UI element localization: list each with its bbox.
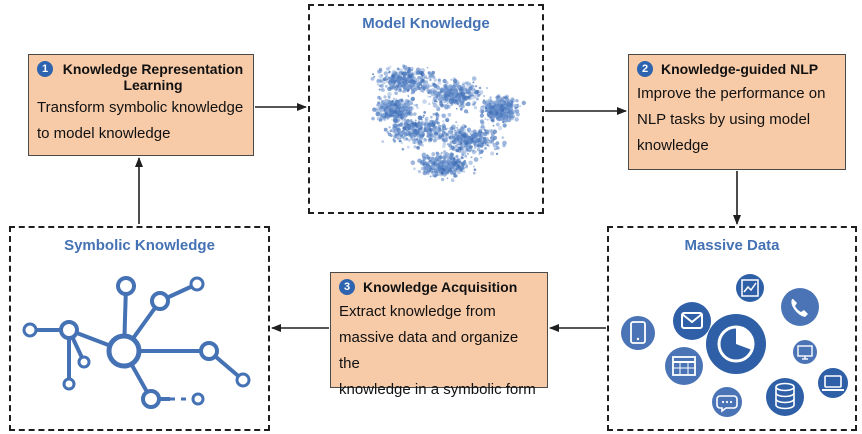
step2-body-line2: NLP tasks by using model: [637, 111, 811, 128]
step1-title-line1: Knowledge Representation: [62, 61, 244, 77]
step3-box: 3 Knowledge Acquisition Extract knowledg…: [330, 272, 548, 398]
step2-box: 2 Knowledge-guided NLP Improve the perfo…: [628, 54, 846, 170]
pie-chart-icon: [706, 314, 766, 374]
knowledge-graph-icon: [22, 276, 251, 409]
step3-header: 3 Knowledge Acquisition: [339, 279, 539, 295]
chat-icon: [712, 387, 742, 417]
step2-header: 2 Knowledge-guided NLP: [637, 61, 837, 77]
monitor-chart-icon: [793, 340, 817, 364]
step3-body-line2: massive data and organize the: [339, 329, 519, 372]
step1-body-line2: to model knowledge: [37, 125, 171, 142]
model-knowledge-title: Model Knowledge: [362, 15, 490, 32]
step3-body-line3: knowledge in a symbolic form: [339, 381, 536, 398]
step1-title-line2: Learning: [123, 77, 183, 93]
step3-body-line1: Extract knowledge from: [339, 303, 496, 320]
chart-up-icon: [736, 274, 764, 302]
step1-number-badge: 1: [37, 61, 53, 77]
step3-body: Extract knowledge from massive data and …: [339, 299, 539, 403]
step1-body: Transform symbolic knowledge to model kn…: [37, 95, 245, 147]
embedding-scatter-image: [370, 64, 526, 182]
symbolic-knowledge-title: Symbolic Knowledge: [64, 237, 215, 254]
step1-header: 1 Knowledge Representation Learning: [37, 61, 245, 93]
step3-number-badge: 3: [339, 279, 355, 295]
massive-data-title: Massive Data: [684, 237, 780, 254]
step1-body-line1: Transform symbolic knowledge: [37, 99, 244, 116]
step2-number-badge: 2: [637, 61, 653, 77]
step1-box: 1 Knowledge Representation Learning Tran…: [28, 54, 254, 156]
laptop-icon: [818, 368, 848, 398]
step2-body: Improve the performance on NLP tasks by …: [637, 81, 837, 159]
mail-icon: [673, 302, 711, 340]
tablet-icon: [621, 316, 655, 350]
step3-title: Knowledge Acquisition: [363, 279, 518, 295]
step2-title: Knowledge-guided NLP: [661, 61, 819, 77]
step2-body-line3: knowledge: [637, 137, 709, 154]
step2-body-line1: Improve the performance on: [637, 85, 826, 102]
database-icon: [766, 378, 804, 416]
calendar-icon: [665, 347, 703, 385]
step1-title: Knowledge Representation Learning: [61, 61, 245, 93]
phone-icon: [781, 288, 819, 326]
